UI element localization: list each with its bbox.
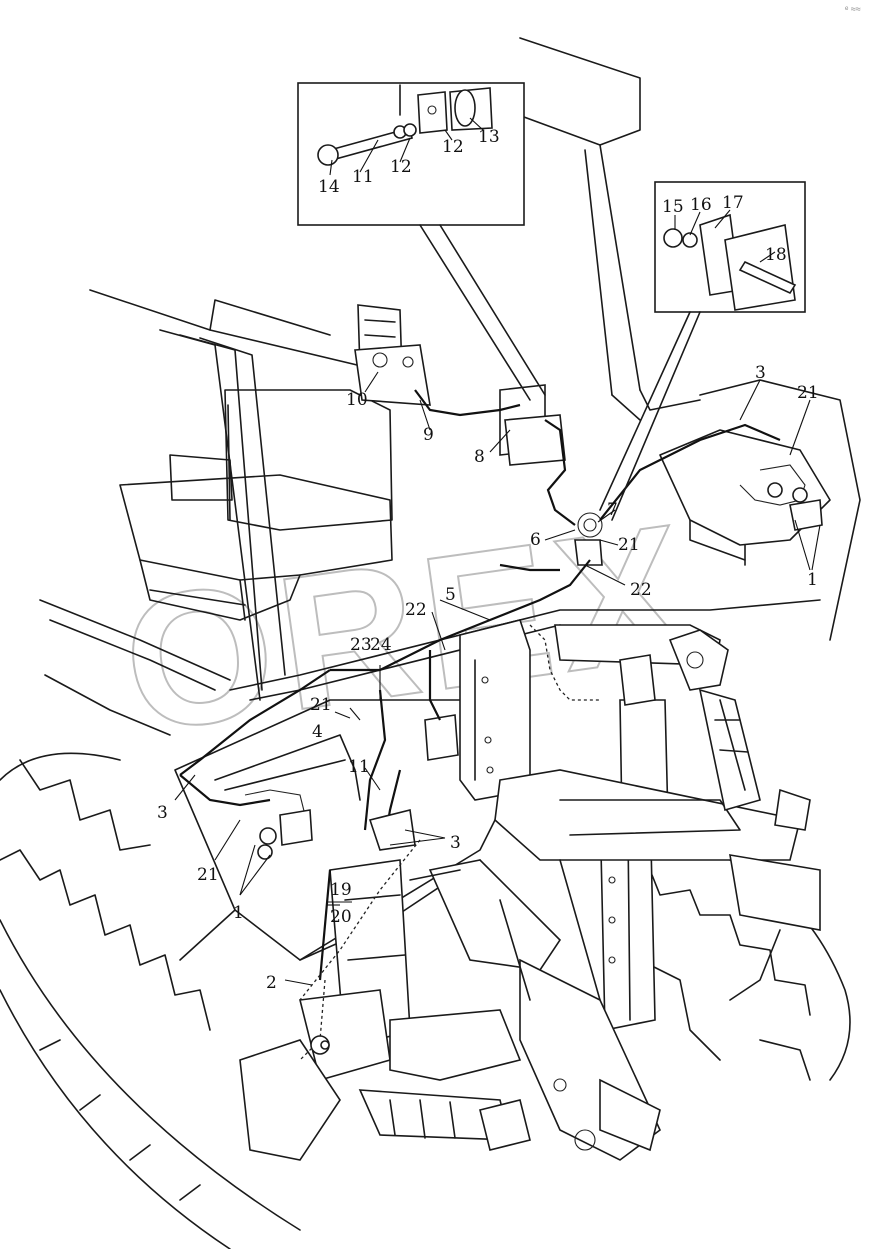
callout-24: 24 [370, 635, 392, 655]
callout-11-lower: 11 [348, 757, 370, 777]
callout-6: 6 [530, 530, 541, 550]
operator-seat [119, 389, 393, 621]
callout-4: 4 [312, 722, 323, 742]
callout-3-center: 3 [450, 833, 461, 853]
callout-3-right: 3 [755, 363, 766, 383]
leader-lines [174, 117, 821, 986]
callout-18: 18 [765, 245, 787, 265]
callout-12-inset-left: 12 [390, 157, 412, 177]
callout-16: 16 [690, 195, 712, 215]
cab-structure [39, 37, 861, 736]
callout-19: 19 [330, 880, 352, 900]
callout-10: 10 [346, 390, 368, 410]
corner-mark: ᵉ ≈≈ [845, 4, 861, 14]
callout-1-right: 1 [807, 570, 818, 590]
callout-21-center: 21 [618, 535, 640, 555]
callout-20: 20 [330, 907, 352, 927]
right-rear-tire [639, 859, 851, 1081]
trailer-sockets [257, 482, 823, 1055]
inset-detail-b [599, 181, 806, 521]
inset-detail-a [297, 82, 546, 401]
callout-15: 15 [662, 197, 684, 217]
callout-21-right: 21 [797, 383, 819, 403]
callout-11-inset: 11 [352, 167, 374, 187]
relay-panel [354, 304, 603, 761]
callout-1-left: 1 [233, 903, 244, 923]
callout-22-right: 22 [630, 580, 652, 600]
left-rear-tire [0, 752, 301, 1249]
callout-17: 17 [722, 193, 744, 213]
callout-12-inset-right: 12 [442, 137, 464, 157]
callout-22-center: 22 [405, 600, 427, 620]
callout-3-left: 3 [157, 803, 168, 823]
callout-2: 2 [266, 973, 277, 993]
callout-7: 7 [607, 500, 618, 520]
callout-8: 8 [474, 447, 485, 467]
rear-hitch [239, 619, 821, 1161]
callout-5: 5 [445, 585, 456, 605]
callouts: 14 11 12 12 13 15 16 17 18 10 9 8 7 21 6… [157, 127, 819, 993]
callout-14: 14 [318, 177, 340, 197]
callout-21-left-upper: 21 [310, 695, 332, 715]
callout-21-left-lower: 21 [197, 865, 219, 885]
callout-13: 13 [478, 127, 500, 147]
callout-23: 23 [350, 635, 372, 655]
callout-9: 9 [423, 425, 434, 445]
